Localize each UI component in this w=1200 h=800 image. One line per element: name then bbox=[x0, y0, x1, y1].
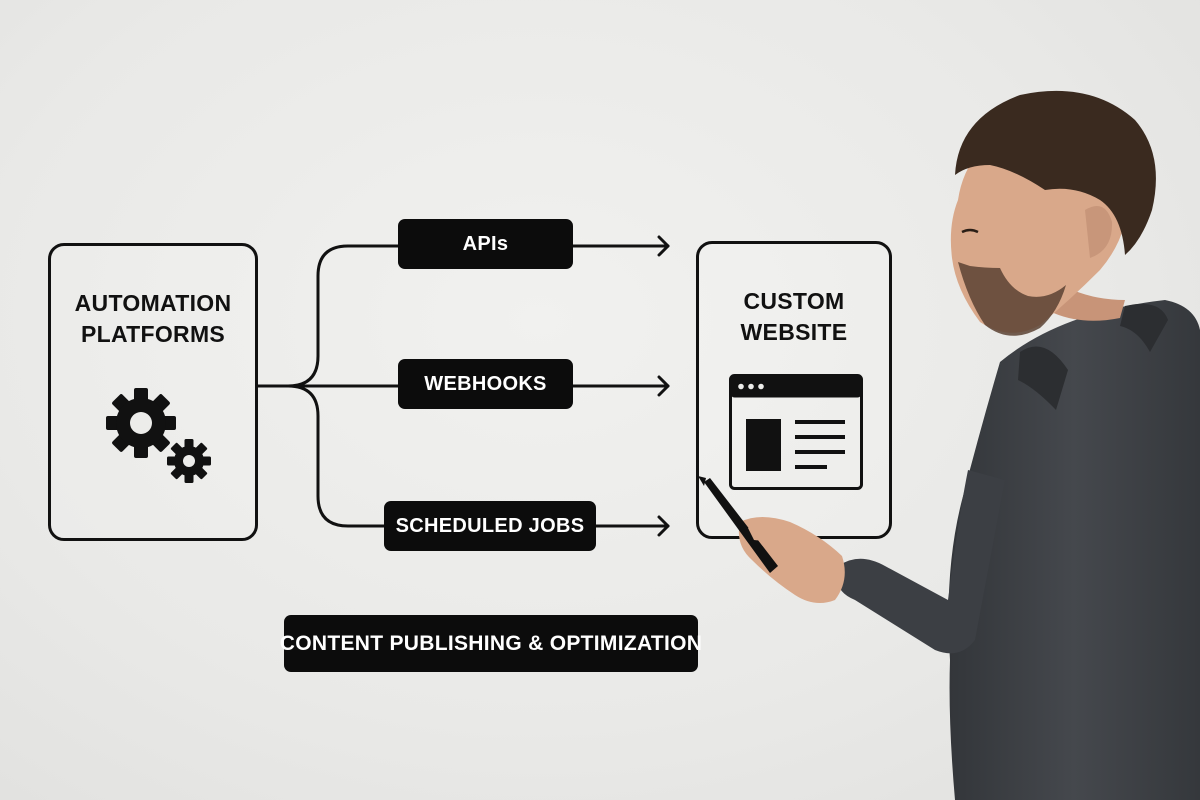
whiteboard-scene: AUTOMATION PLATFORMS bbox=[0, 0, 1200, 800]
presenter-person bbox=[0, 0, 1200, 800]
